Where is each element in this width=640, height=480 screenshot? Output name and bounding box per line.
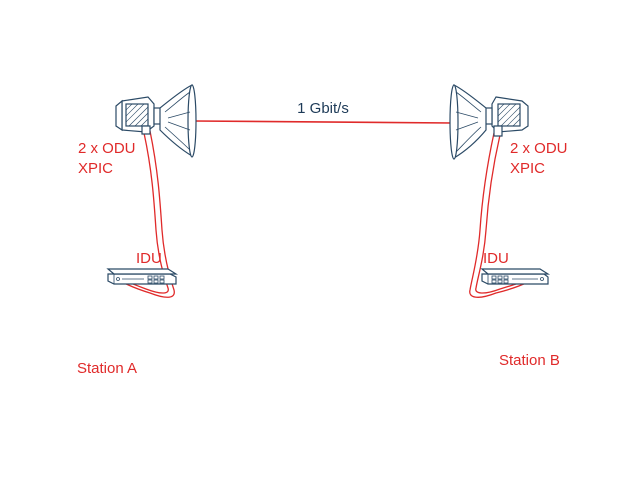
station-a-dish-antenna-icon xyxy=(159,84,197,158)
station-b-cable-inner xyxy=(475,134,527,294)
station-a-cable-outer xyxy=(121,130,175,298)
link-capacity-label: 1 Gbit/s xyxy=(297,100,349,117)
station-b-odu-icon xyxy=(483,96,529,137)
station-b-odu-label-line1: 2 x ODU xyxy=(510,140,568,157)
station-a-odu-label-line2: XPIC xyxy=(78,160,113,177)
station-b-label: Station B xyxy=(499,352,560,369)
station-b-idu-label: IDU xyxy=(483,250,509,267)
station-b-dish-antenna-icon xyxy=(449,84,487,160)
station-b: 2 x ODU XPIC IDU Station B xyxy=(449,84,568,369)
station-b-odu-label-line2: XPIC xyxy=(510,160,545,177)
station-a: 2 x ODU XPIC IDU Station A xyxy=(77,84,197,377)
station-a-label: Station A xyxy=(77,360,137,377)
station-a-cable-inner xyxy=(123,132,169,294)
station-a-idu-icon xyxy=(106,268,179,285)
station-a-odu-icon xyxy=(115,96,163,135)
station-b-idu-icon xyxy=(480,268,551,285)
radio-link-line xyxy=(193,120,454,124)
station-a-odu-label-line1: 2 x ODU xyxy=(78,140,136,157)
station-b-cable-outer xyxy=(469,132,529,298)
station-a-idu-label: IDU xyxy=(136,250,162,267)
